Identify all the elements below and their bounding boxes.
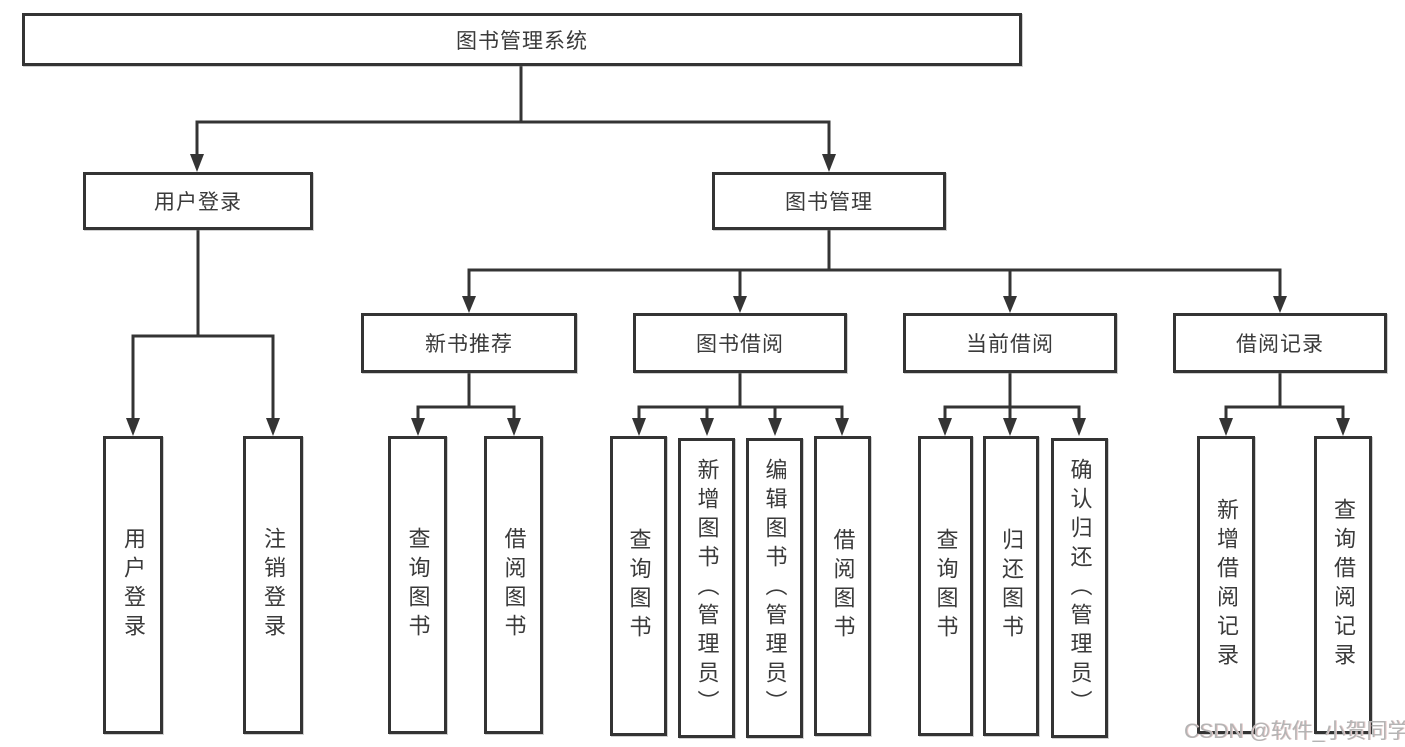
node-book-management-label: 图书管理: [785, 191, 873, 214]
leaf-current-query-books: 查询图书: [918, 436, 973, 736]
leaf-current-return-books: 归还图书: [983, 436, 1039, 736]
node-new-book-recommend-label: 新书推荐: [425, 333, 513, 356]
leaf-borrow-add-books-admin-label: 新增图书（管理员）: [694, 457, 720, 719]
leaf-borrow-borrow-books: 借阅图书: [814, 436, 871, 736]
leaf-current-return-books-label: 归还图书: [999, 528, 1024, 644]
node-current-borrowing: 当前借阅: [903, 313, 1117, 373]
node-book-borrowing: 图书借阅: [633, 313, 847, 373]
leaf-borrow-query-books: 查询图书: [610, 436, 667, 736]
leaf-newbook-query-books-label: 查询图书: [405, 527, 431, 643]
leaf-borrow-query-books-label: 查询图书: [626, 528, 652, 644]
leaf-records-add-record-label: 新增借阅记录: [1214, 498, 1239, 672]
leaf-user-login: 用户登录: [103, 436, 163, 734]
leaf-borrow-edit-books-admin-label: 编辑图书（管理员）: [762, 457, 788, 719]
leaf-newbook-borrow-books-label: 借阅图书: [501, 527, 527, 643]
node-user-login: 用户登录: [83, 172, 313, 230]
leaf-records-query-record: 查询借阅记录: [1314, 436, 1372, 734]
leaf-current-query-books-label: 查询图书: [933, 528, 959, 644]
csdn-watermark: CSDN @软件_小贺同学: [1184, 720, 1405, 743]
node-book-management: 图书管理: [712, 172, 946, 230]
node-root-system: 图书管理系统: [22, 13, 1022, 66]
node-borrowing-records: 借阅记录: [1173, 313, 1387, 373]
leaf-newbook-query-books: 查询图书: [388, 436, 447, 734]
leaf-user-login-label: 用户登录: [121, 527, 146, 643]
leaf-borrow-add-books-admin: 新增图书（管理员）: [678, 438, 735, 738]
node-root-label: 图书管理系统: [456, 29, 588, 53]
node-book-borrowing-label: 图书借阅: [696, 333, 784, 356]
leaf-records-add-record: 新增借阅记录: [1197, 436, 1255, 734]
leaf-borrow-borrow-books-label: 借阅图书: [830, 528, 856, 644]
leaf-current-confirm-return-admin-label: 确认归还（管理员）: [1067, 457, 1093, 719]
leaf-records-query-record-label: 查询借阅记录: [1331, 498, 1356, 672]
node-borrowing-records-label: 借阅记录: [1236, 333, 1324, 356]
leaf-newbook-borrow-books: 借阅图书: [484, 436, 543, 734]
node-user-login-label: 用户登录: [154, 191, 242, 214]
leaf-logout-login-label: 注销登录: [261, 527, 286, 643]
leaf-borrow-edit-books-admin: 编辑图书（管理员）: [746, 438, 803, 738]
node-new-book-recommend: 新书推荐: [361, 313, 577, 373]
node-current-borrowing-label: 当前借阅: [966, 333, 1054, 356]
leaf-logout-login: 注销登录: [243, 436, 303, 734]
leaf-current-confirm-return-admin: 确认归还（管理员）: [1051, 438, 1108, 738]
